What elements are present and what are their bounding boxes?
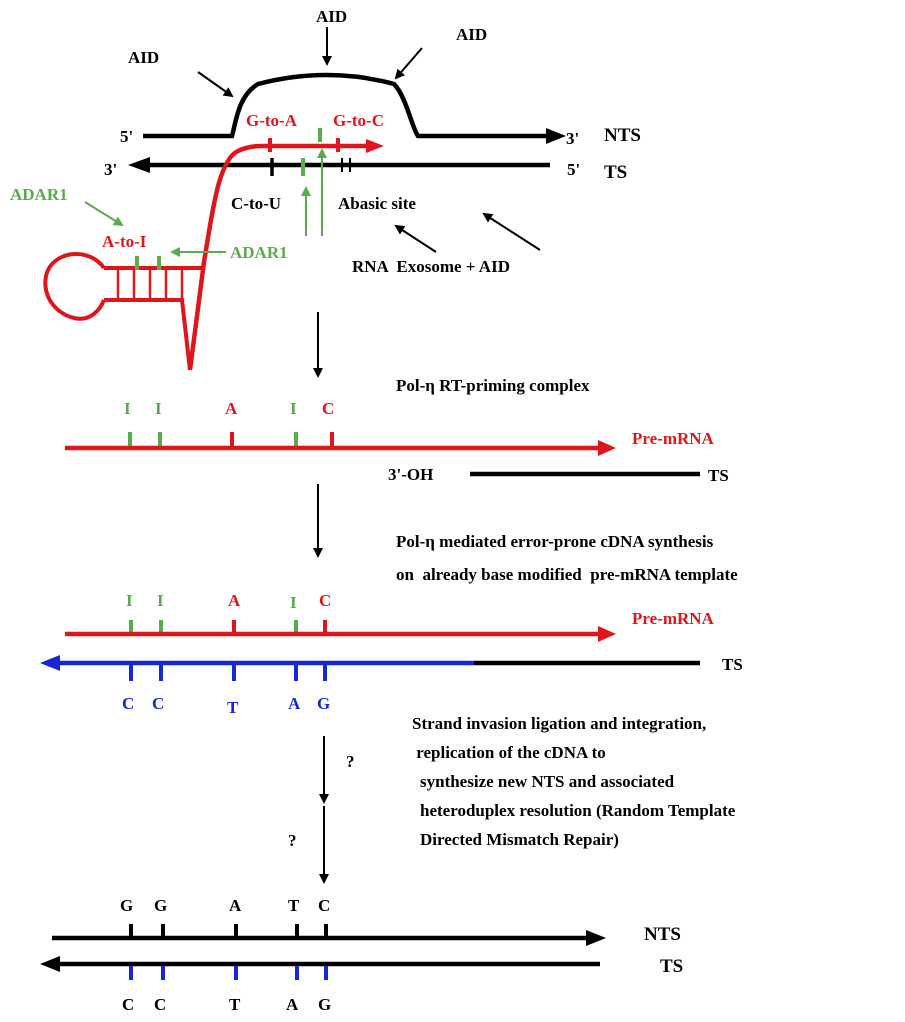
step2-top-base-1: I — [126, 591, 133, 610]
g-to-a-label: G-to-A — [246, 111, 298, 130]
nts-strand-bubble — [143, 72, 548, 139]
step1-title: Pol-η RT-priming complex — [396, 376, 590, 395]
step2-top-base-4: I — [290, 593, 297, 612]
aid-label-left: AID — [128, 48, 159, 67]
abasic-site-label: Abasic site — [338, 194, 416, 213]
rna-strand-bubble — [187, 143, 368, 371]
step2-bases-top: I I A I C — [126, 591, 331, 612]
aid-label-top: AID — [316, 7, 347, 26]
final-top-base-4: T — [288, 896, 300, 915]
step2-top-base-3: A — [228, 591, 241, 610]
aid-arrow-left — [197, 71, 234, 98]
final-nts-label: NTS — [644, 924, 681, 945]
rna-arrowhead-top — [366, 139, 384, 153]
nts-5prime: 5' — [120, 127, 133, 146]
step3-line2: replication of the cDNA to — [412, 743, 606, 762]
step3-line5: Directed Mismatch Repair) — [420, 830, 619, 849]
ts-5prime: 5' — [567, 160, 580, 179]
final-top-base-1: G — [120, 896, 133, 915]
step1-premrna-label: Pre-mRNA — [632, 429, 715, 448]
final-marks-bottom — [129, 966, 328, 980]
step3-question-2: ? — [288, 831, 297, 850]
step1-base-5: C — [322, 399, 334, 418]
final-bases-top: G G A T C — [120, 896, 330, 915]
step2-cdna-arrowhead — [40, 655, 60, 671]
aid-arrow-right — [394, 47, 423, 80]
final-bottom-base-5: G — [318, 995, 331, 1014]
step2-premrna-arrowhead — [598, 626, 616, 642]
final-marks-top — [129, 924, 328, 938]
final-nts-arrowhead — [586, 930, 606, 946]
aid-label-right: AID — [456, 25, 487, 44]
nts-arrowhead — [546, 128, 566, 144]
step2-bottom-base-5: G — [317, 694, 330, 713]
step2-bottom-base-2: C — [152, 694, 164, 713]
hairpin-lower-arm — [104, 298, 192, 371]
step1-bases: I I A I C — [124, 399, 334, 418]
hairpin-stem-rungs — [116, 268, 184, 300]
step2-title-line1: Pol-η mediated error-prone cDNA synthesi… — [396, 532, 714, 551]
step3-question-1: ? — [346, 752, 355, 771]
final-top-base-3: A — [229, 896, 242, 915]
step1-base-3: A — [225, 399, 238, 418]
final-bottom-base-1: C — [122, 995, 134, 1014]
step2-ts-label: TS — [722, 655, 743, 674]
step2-premrna-label: Pre-mRNA — [632, 609, 715, 628]
rna-exosome-label: RNA Exosome + AID — [352, 257, 510, 276]
a-to-i-label: A-to-I — [102, 232, 147, 251]
final-ts-arrowhead — [40, 956, 60, 972]
step2-title-line2: on already base modified pre-mRNA templa… — [396, 565, 738, 584]
step3-line4: heteroduplex resolution (Random Template — [420, 801, 736, 820]
step1-base-1: I — [124, 399, 131, 418]
hairpin-loop — [43, 252, 106, 321]
step1-oh-label: 3'-OH — [388, 465, 433, 484]
step2-bases-bottom: C C T A G — [122, 694, 330, 717]
step1-base-4: I — [290, 399, 297, 418]
exosome-arrow-2 — [482, 212, 541, 251]
final-top-base-5: C — [318, 896, 330, 915]
step2-bottom-base-1: C — [122, 694, 134, 713]
step2-top-base-5: C — [319, 591, 331, 610]
exosome-arrow-1 — [394, 224, 437, 253]
ts-3prime: 3' — [104, 160, 117, 179]
step2-bottom-base-3: T — [227, 698, 239, 717]
step1-ts-label: TS — [708, 466, 729, 485]
step2-marks-top — [129, 620, 327, 634]
adar1-arrow-top — [84, 201, 124, 227]
final-bases-bottom: C C T A G — [122, 995, 331, 1014]
nts-label-top: NTS — [604, 125, 641, 146]
final-bottom-base-4: A — [286, 995, 299, 1014]
step1-marks — [128, 432, 334, 446]
adar1-label-right: ADAR1 — [230, 243, 288, 262]
step2-top-base-2: I — [157, 591, 164, 610]
final-top-base-2: G — [154, 896, 167, 915]
step3-line1: Strand invasion ligation and integration… — [412, 714, 706, 733]
final-bottom-base-2: C — [154, 995, 166, 1014]
step2-marks-bottom — [129, 665, 327, 681]
nts-3prime: 3' — [566, 129, 579, 148]
final-bottom-base-3: T — [229, 995, 241, 1014]
adar1-label-top: ADAR1 — [10, 185, 68, 204]
g-to-c-label: G-to-C — [333, 111, 384, 130]
final-ts-label: TS — [660, 956, 683, 977]
step2-bottom-base-4: A — [288, 694, 301, 713]
c-to-u-label: C-to-U — [231, 194, 281, 213]
ts-label-top: TS — [604, 162, 627, 183]
ts-arrowhead-top — [128, 157, 150, 173]
step3-line3: synthesize new NTS and associated — [420, 772, 675, 791]
step1-base-2: I — [155, 399, 162, 418]
step1-premrna-arrowhead — [598, 440, 616, 456]
